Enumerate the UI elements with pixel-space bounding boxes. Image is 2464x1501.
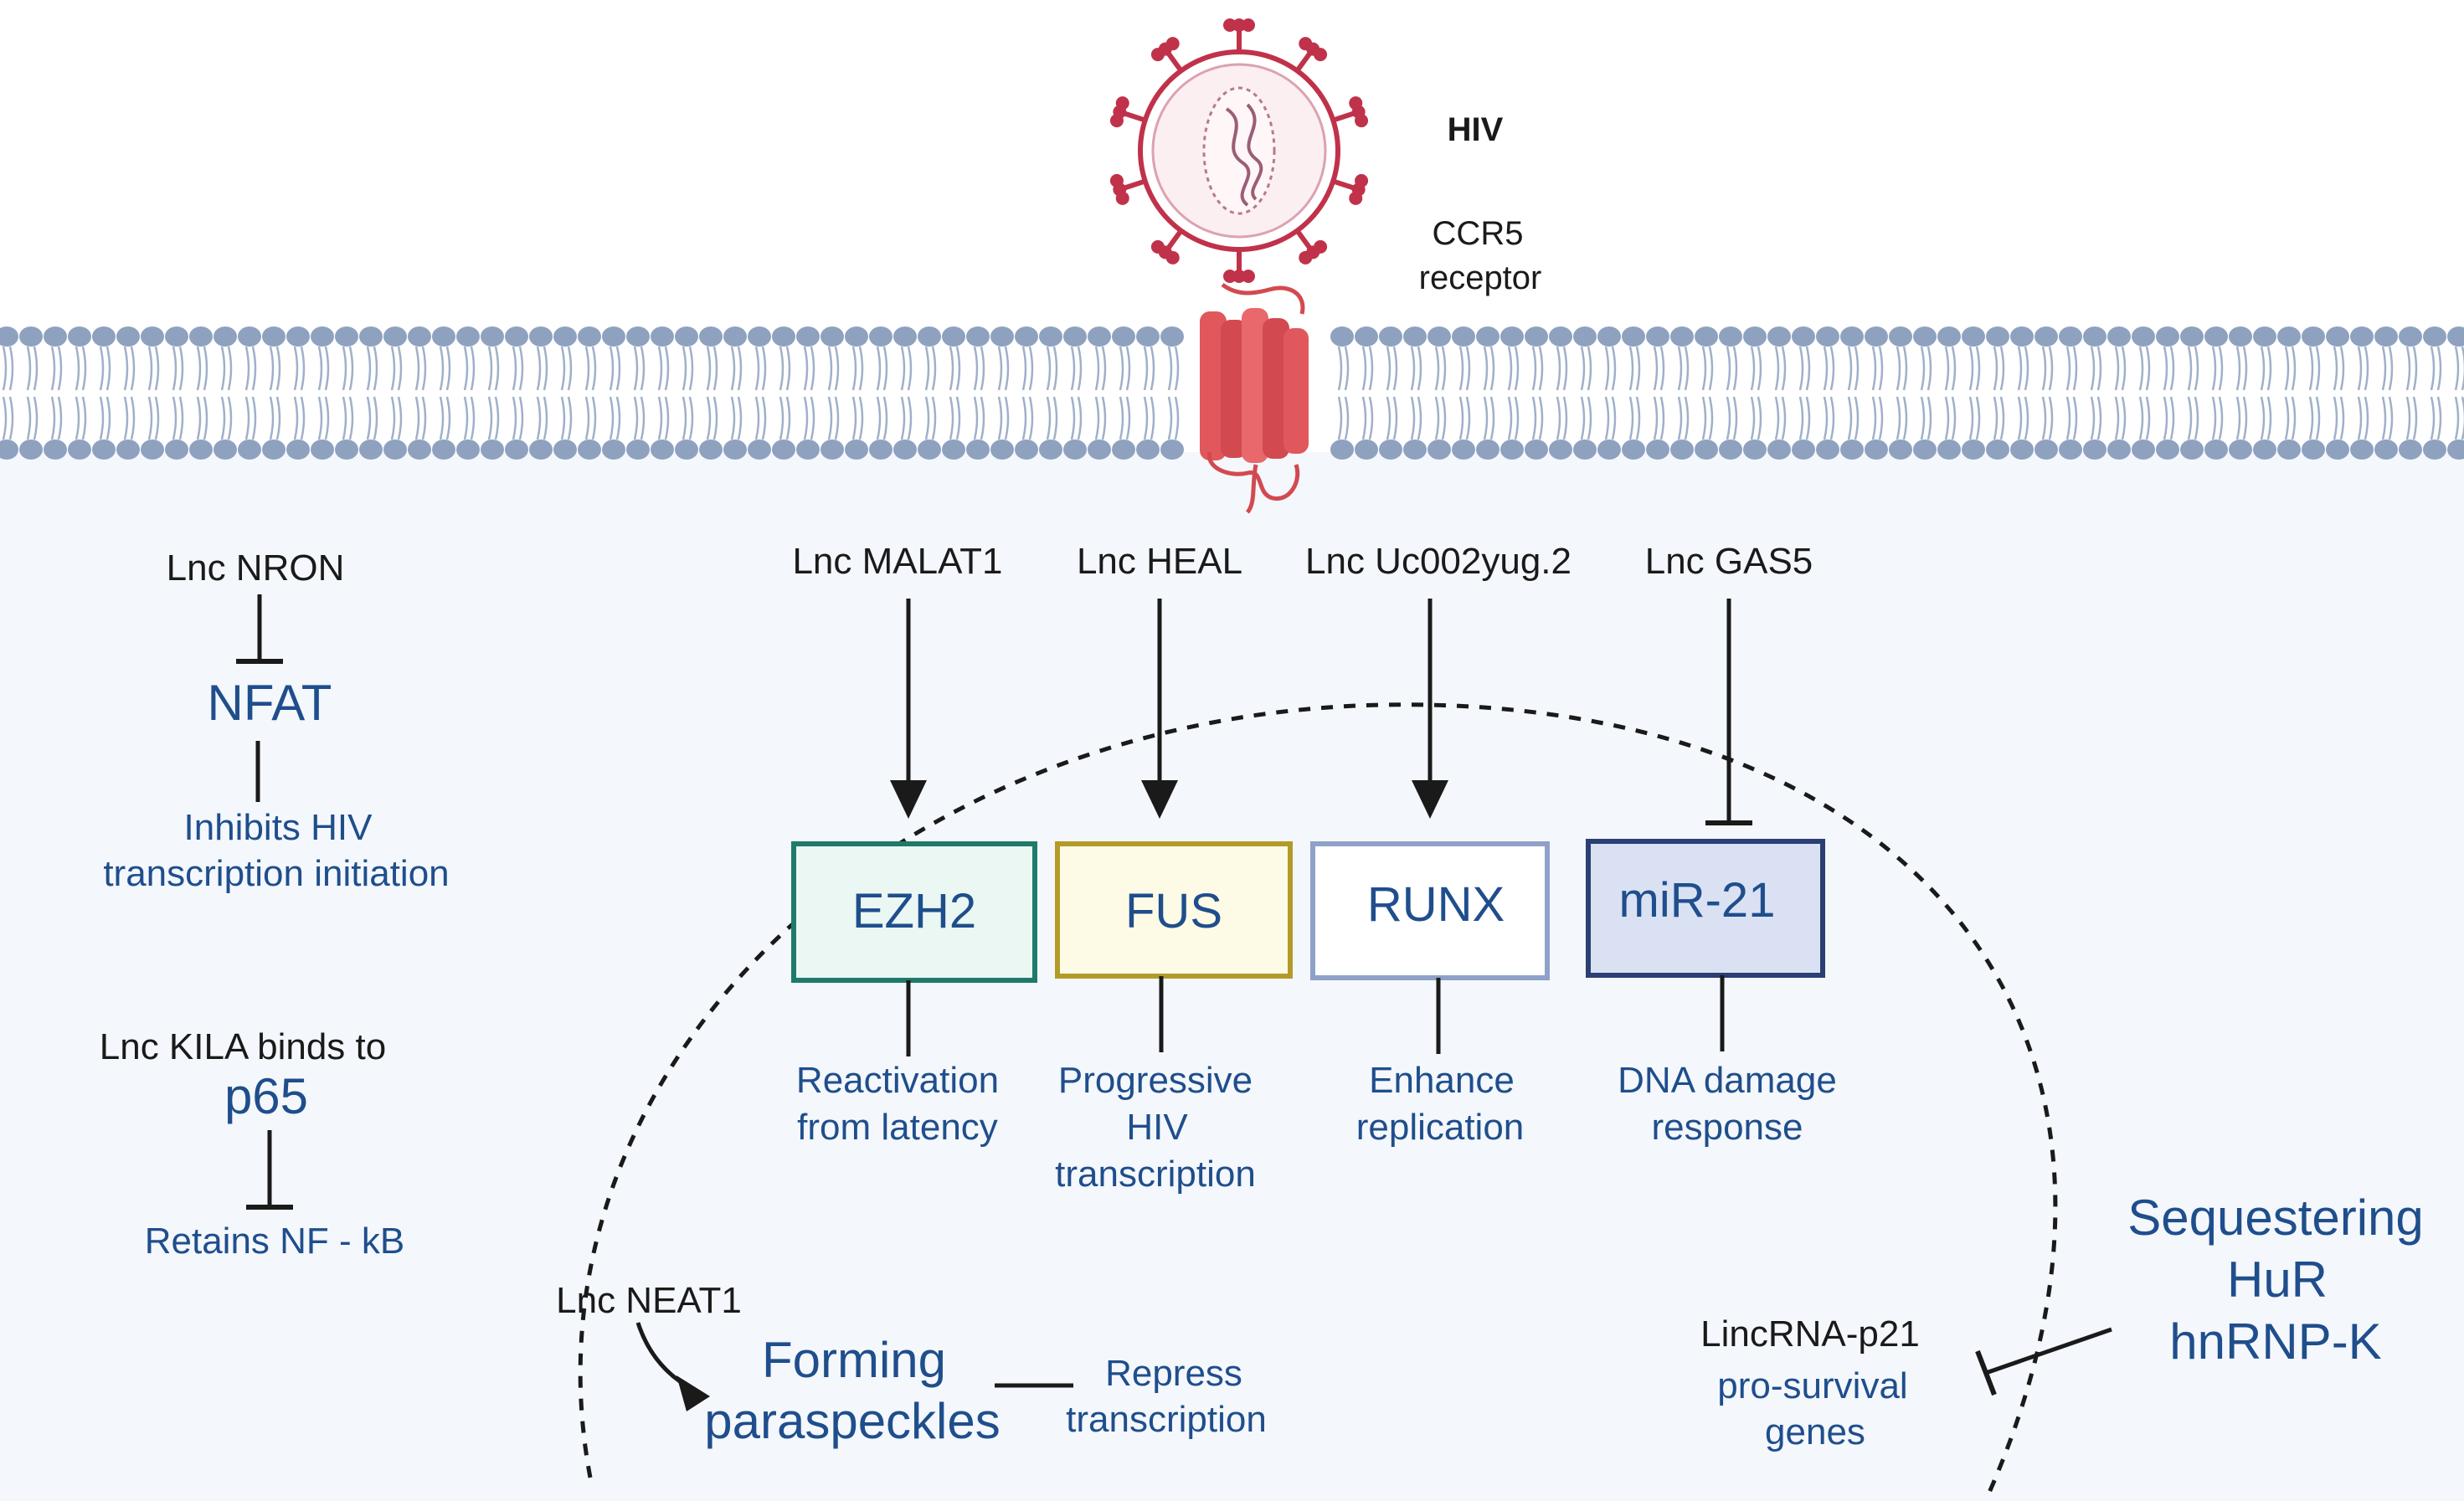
lnc-gas5-label: Lnc GAS5 [1645,541,1813,582]
ezh2-effect-line2: from latency [797,1107,998,1148]
sequestering-line3: hnRNP-K [2169,1313,2381,1370]
lnc-kila-label: Lnc KILA binds to [100,1026,386,1067]
ezh2-box [791,841,1037,983]
fus-label: FUS [1125,884,1222,938]
mir21-effect-line2: response [1651,1107,1803,1148]
forming-line2: paraspeckles [704,1393,1001,1449]
fus-effect-line1: Progressive [1058,1060,1253,1101]
receptor-label: receptor [1419,260,1542,296]
lnc-malat1-label: Lnc MALAT1 [792,541,1002,582]
mir21-box [1586,839,1825,978]
lnc-heal-label: Lnc HEAL [1077,541,1242,582]
ccr5-receptor [1200,282,1309,514]
fus-box [1055,841,1293,979]
lnc-neat1-label: Lnc NEAT1 [556,1280,742,1321]
nfat-effect-line1: Inhibits HIV [184,807,373,848]
mir21-label: miR-21 [1619,873,1776,928]
ccr5-label: CCR5 [1433,215,1524,252]
repress-line1: Repress [1105,1353,1242,1394]
hiv-virion-icon [1109,18,1369,283]
sequestering-line2: HuR [2227,1252,2328,1308]
p65-label: p65 [224,1068,308,1124]
heal-arrowhead [1141,780,1178,819]
runx-box [1310,841,1550,980]
p21-effect-line2: genes [1765,1411,1865,1452]
malat1-arrowhead [890,780,927,819]
repress-line2: transcription [1066,1399,1267,1440]
sequestering-inhibition-bar [1975,1349,1997,1396]
runx-effect-line2: replication [1356,1107,1525,1148]
nfat-label: NFAT [208,675,332,731]
mir21-effect-line1: DNA damage [1618,1060,1837,1101]
lnc-uc002yug2-label: Lnc Uc002yug.2 [1305,541,1572,582]
ezh2-label: EZH2 [852,884,976,938]
sequestering-inhibition [1985,1327,2112,1375]
p21-effect-line1: pro-survival [1717,1365,1907,1406]
lincrna-p21-label: LincRNA-p21 [1700,1313,1920,1354]
fus-effect-line3: transcription [1055,1154,1256,1195]
hiv-label: HIV [1448,111,1504,148]
p65-effect: Retains NF - kB [145,1221,405,1262]
fus-effect-line2: HIV [1126,1107,1188,1148]
uc002-arrowhead [1412,780,1448,819]
neat1-arrowhead [676,1375,710,1411]
nfat-effect-line2: transcription initiation [103,853,449,894]
nucleus-envelope [578,702,2058,1496]
forming-line1: Forming [762,1332,946,1388]
runx-label: RUNX [1367,877,1505,932]
sequestering-line1: Sequestering [2127,1190,2424,1246]
runx-effect-line1: Enhance [1369,1060,1515,1101]
lnc-nron-label: Lnc NRON [167,547,345,589]
ezh2-effect-line1: Reactivation [796,1060,999,1101]
